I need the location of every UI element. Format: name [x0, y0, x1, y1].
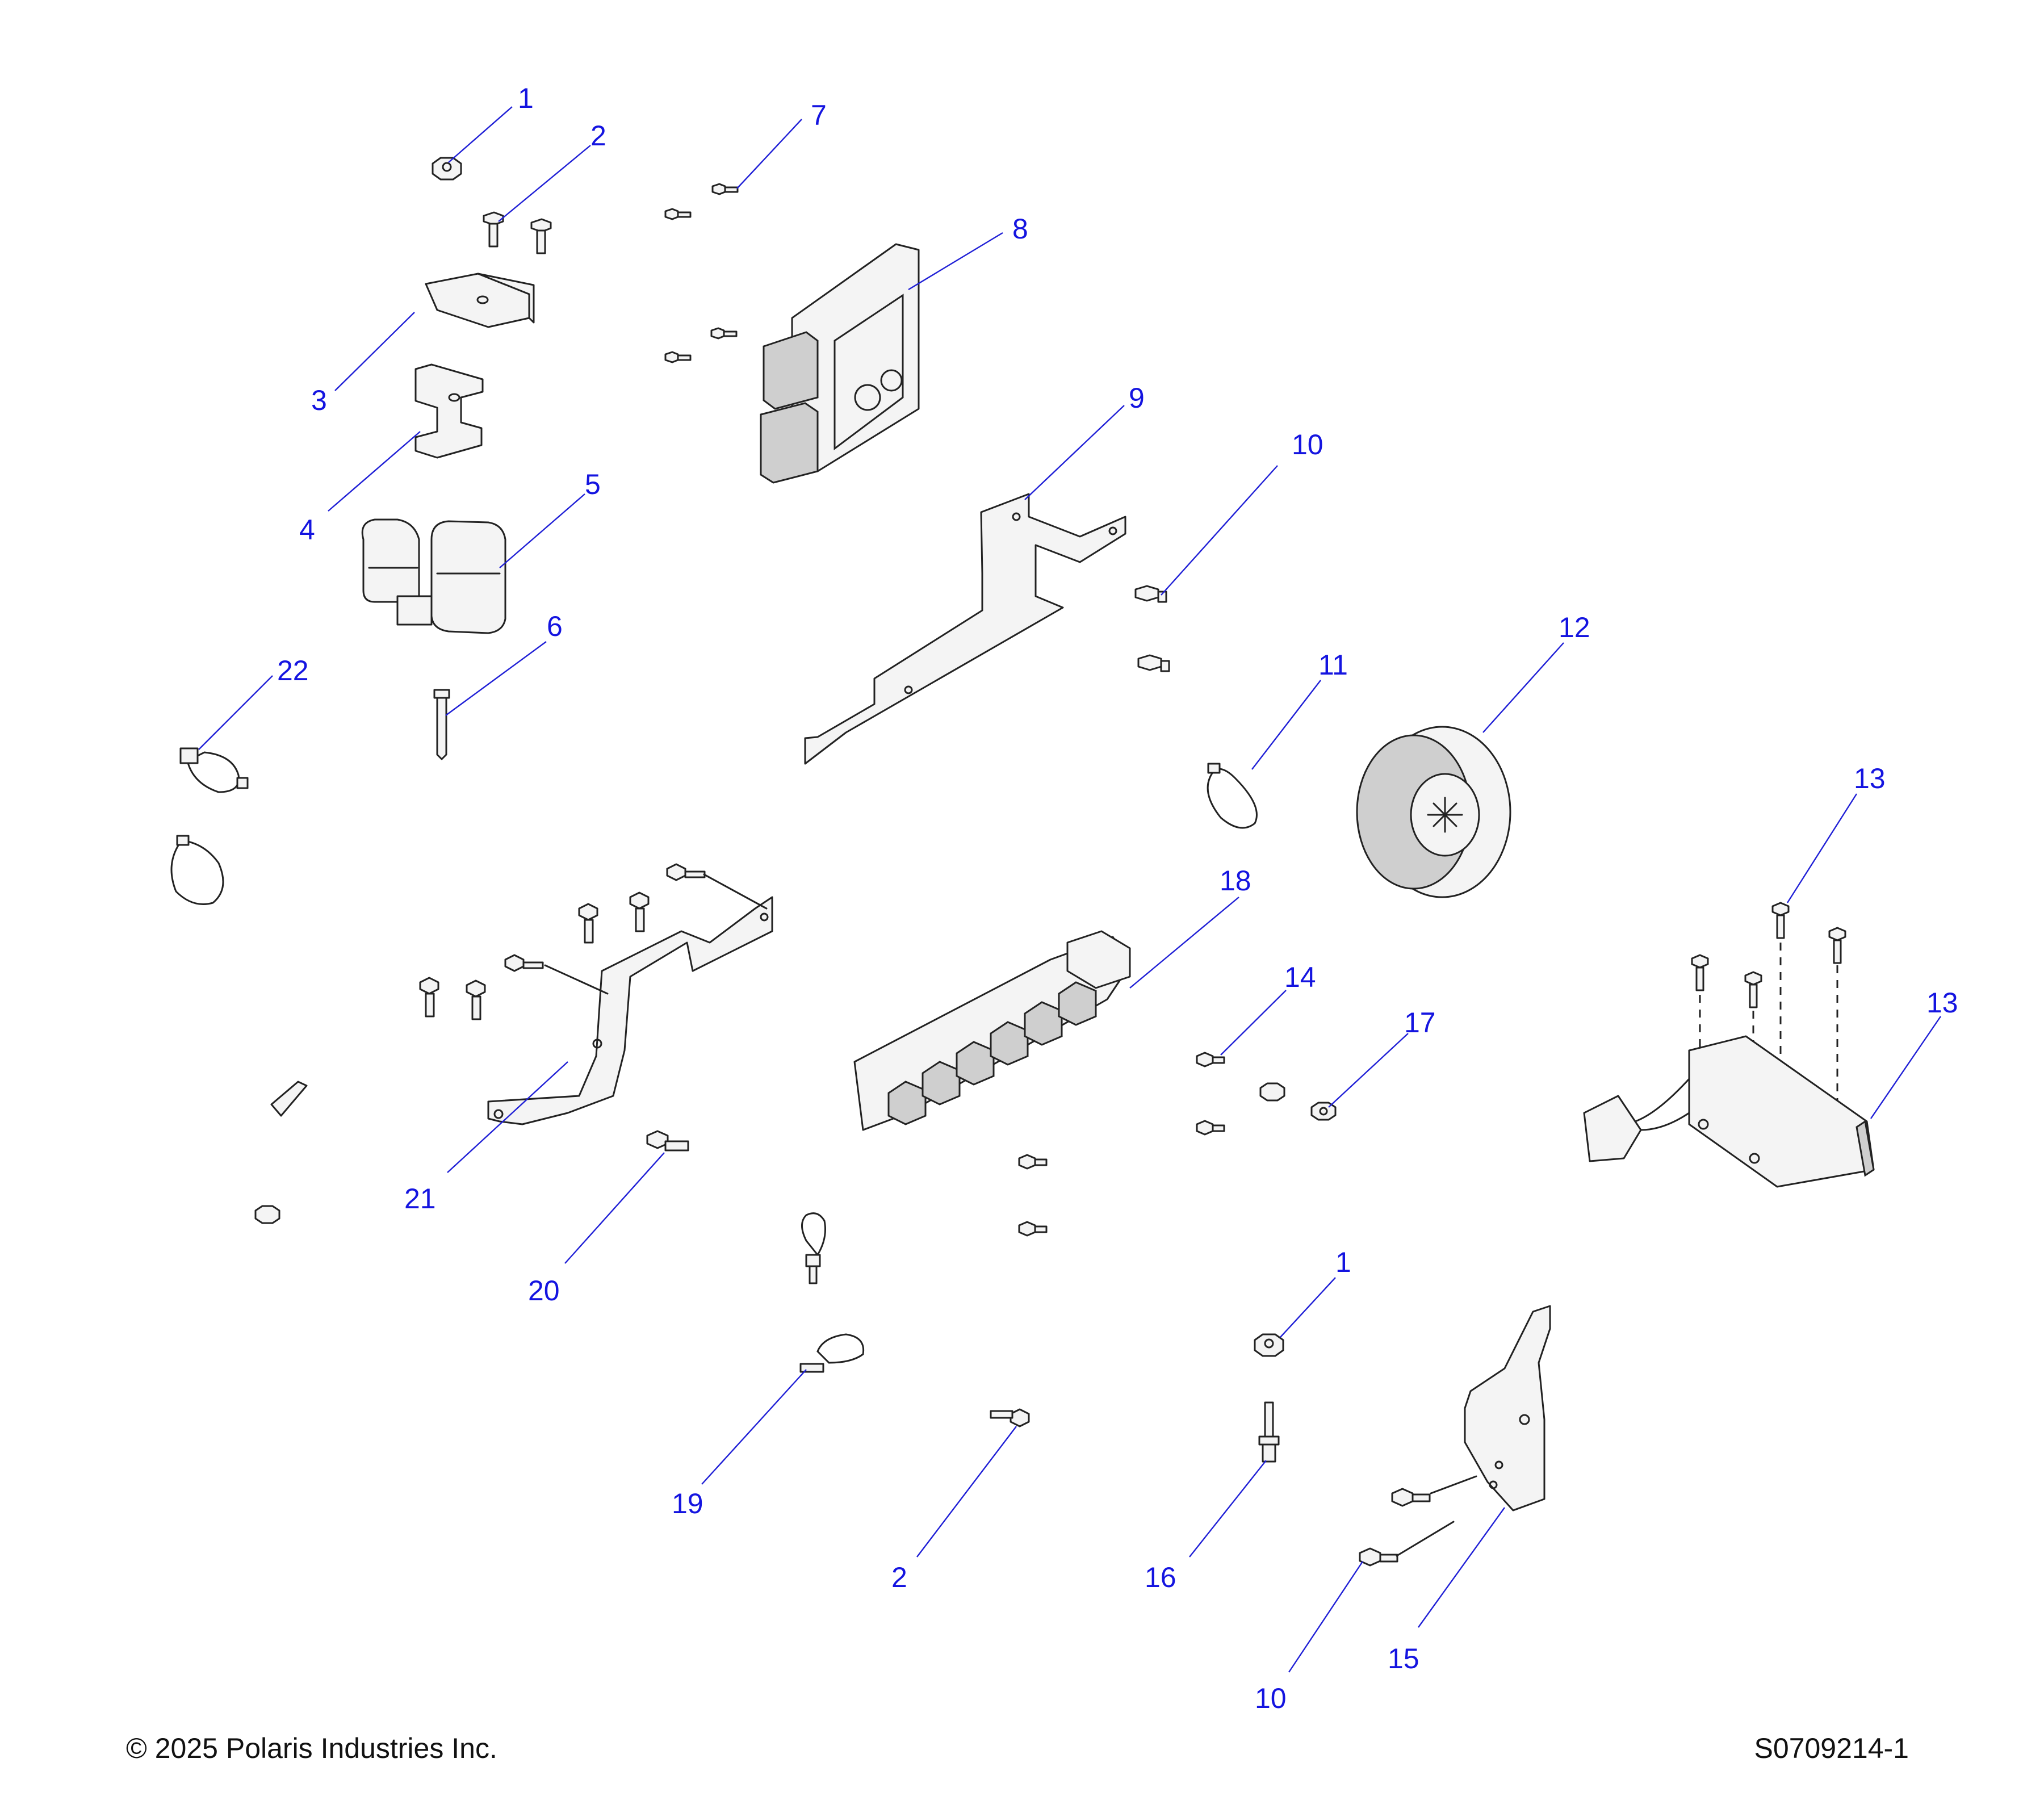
part-bracket-top [425, 273, 535, 328]
part-long-bolt [433, 689, 450, 760]
callout-15: 15 [1388, 1643, 1419, 1674]
callout-13-middle: 14 [1284, 961, 1316, 993]
part-eye-bolt [801, 1212, 826, 1284]
callout-7: 7 [811, 99, 827, 131]
part-cable-tie [1207, 763, 1258, 829]
part-small-clip-left [254, 1081, 308, 1224]
callout-1-bottom: 1 [1335, 1246, 1351, 1278]
callout-13: 13 [1854, 763, 1886, 794]
callout-2-bottom: 2 [891, 1561, 907, 1593]
callout-1: 1 [518, 82, 534, 114]
part-clamp-19 [799, 1333, 865, 1373]
part-bolt-20 [646, 1130, 689, 1152]
part-control-module [1583, 1035, 1875, 1188]
callout-2: 2 [590, 120, 606, 152]
part-small-screws [664, 183, 739, 363]
part-ecu [760, 243, 920, 484]
callout-10: 10 [1292, 429, 1323, 460]
part-grommet [1356, 726, 1511, 898]
callout-20: 20 [528, 1275, 560, 1307]
drawing-number: S0709214-1 [1754, 1732, 1909, 1764]
copyright-notice: © 2025 Polaris Industries Inc. [126, 1732, 497, 1764]
callout-labels: 1 2 3 4 5 6 7 8 9 10 11 12 13 13 14 17 1… [277, 82, 1958, 1714]
part-long-bracket [804, 493, 1126, 765]
part-flange-nut [432, 157, 462, 181]
callout-21: 21 [404, 1183, 436, 1215]
callout-16: 16 [1145, 1561, 1176, 1593]
part-hose-clamp [170, 747, 249, 905]
callout-18: 18 [1220, 865, 1251, 897]
callout-8: 8 [1012, 213, 1028, 245]
callout-5: 5 [585, 468, 601, 500]
callout-14: 13 [1926, 987, 1958, 1019]
callout-10-bottom: 10 [1255, 1682, 1287, 1714]
callout-6: 6 [547, 610, 563, 642]
part-bolts [483, 211, 552, 254]
callout-22: 22 [277, 655, 309, 686]
part-bolts-right [1134, 585, 1170, 672]
part-nut-bottom [1254, 1333, 1284, 1357]
part-screws-middle [1018, 1052, 1285, 1237]
callout-9: 9 [1129, 382, 1145, 414]
callout-11: 11 [1318, 649, 1348, 681]
callout-3: 3 [311, 384, 327, 416]
part-ignition-coil [361, 518, 506, 634]
part-mount-bracket [419, 863, 773, 1125]
part-bolt-bottom [990, 1408, 1030, 1427]
part-clip-bracket [414, 363, 484, 459]
callout-12: 12 [1559, 612, 1590, 643]
part-screws-right [1691, 902, 1846, 1124]
callout-17: 17 [1404, 1007, 1436, 1039]
part-injector-rail [853, 930, 1131, 1131]
part-side-bracket [1359, 1305, 1551, 1567]
callout-19: 19 [672, 1488, 703, 1519]
callout-4: 4 [299, 514, 315, 546]
leader-lines [198, 106, 1941, 1673]
part-nut [1310, 1102, 1337, 1121]
part-stud [1258, 1401, 1280, 1463]
